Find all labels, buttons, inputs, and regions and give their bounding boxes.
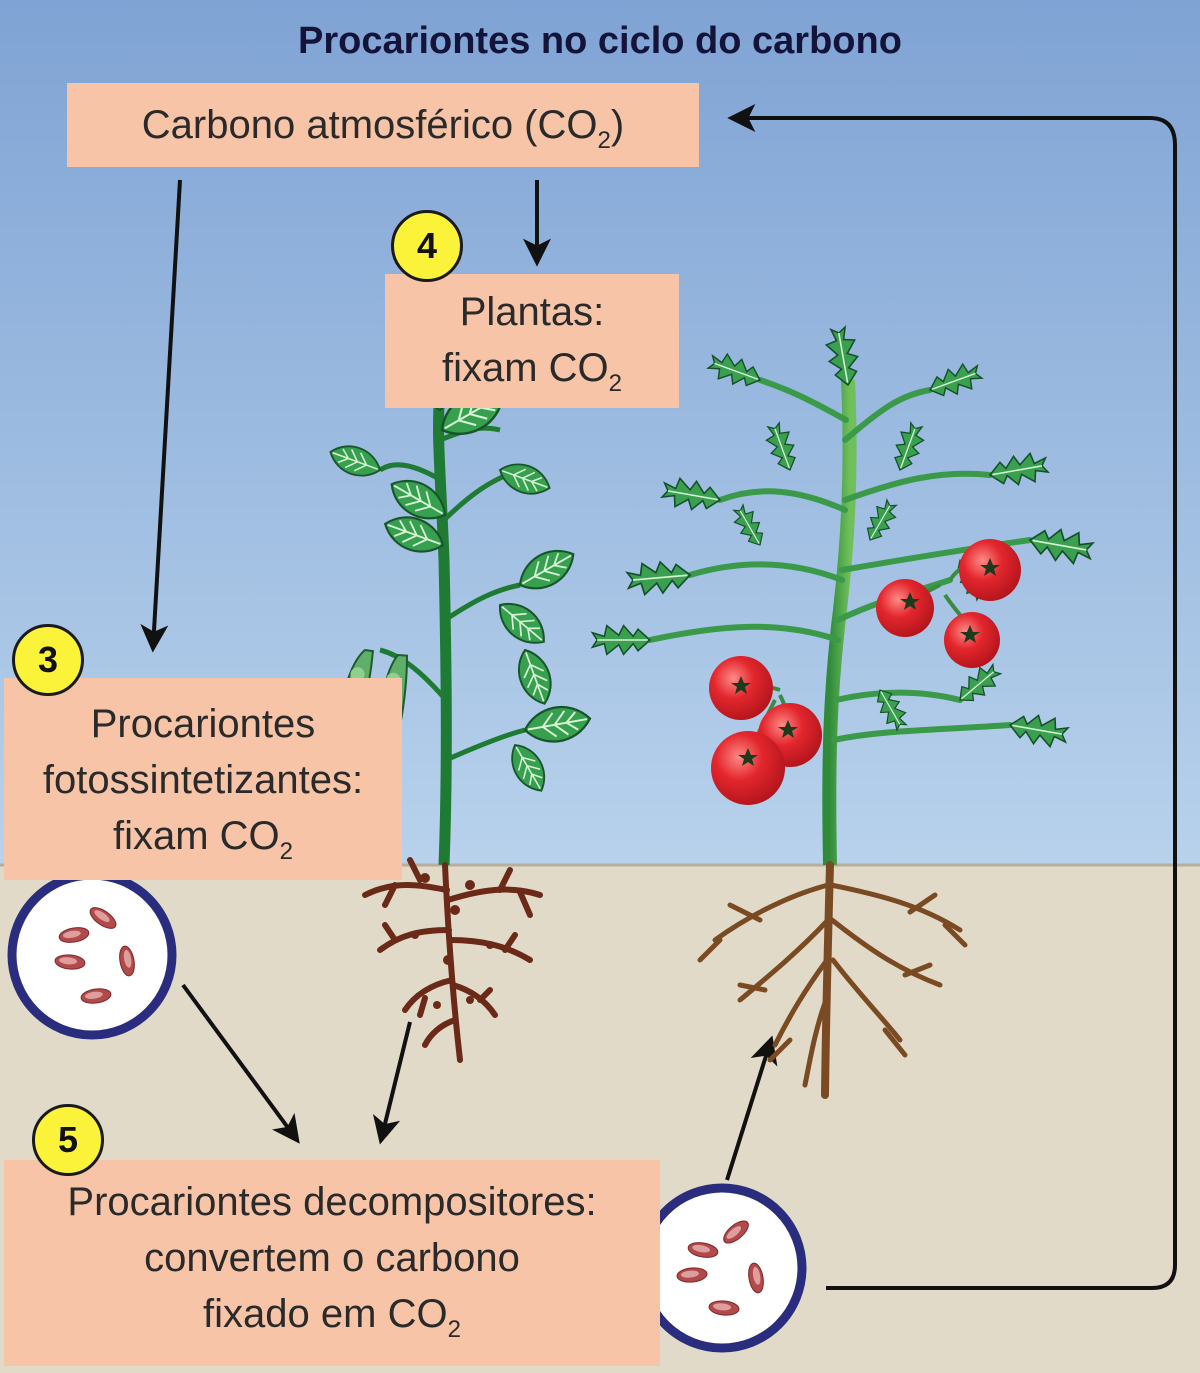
step-badge-5: 5 — [32, 1104, 104, 1176]
atmospheric-carbon-suffix: ) — [610, 103, 625, 147]
arrow-icon — [725, 1035, 778, 1181]
atmospheric-carbon-label: Carbono atmosférico (CO — [141, 103, 598, 147]
decomposer-line1: Procariontes decompositores: — [67, 1180, 597, 1224]
cycle-arrows — [140, 104, 1177, 1290]
diagram-title: Procariontes no ciclo do carbono — [298, 20, 902, 62]
arrow-icon — [372, 1021, 412, 1145]
tomato-plant-icon — [591, 324, 1096, 1099]
step-badge-3: 3 — [12, 624, 84, 696]
plants-title: Plantas: — [459, 290, 605, 334]
arrow-icon — [140, 179, 182, 653]
arrow-icon — [727, 104, 1177, 1290]
decomposer-line3: fixado em CO2 — [4, 1286, 660, 1342]
photosynthetic-line1: Procariontes — [90, 702, 316, 746]
photosynthetic-fix-text: fixam CO — [112, 814, 280, 858]
photosynthetic-prokaryotes-box: Procariontes fotossintetizantes: fixam C… — [4, 678, 402, 880]
co2-subscript: 2 — [279, 838, 294, 865]
decomposer-fix-text: fixado em CO — [203, 1292, 448, 1336]
plants-fix-line: fixam CO2 — [385, 340, 679, 396]
plants-box: Plantas: fixam CO2 — [385, 274, 679, 408]
step-badge-4: 4 — [391, 210, 463, 282]
co2-subscript: 2 — [447, 1316, 461, 1343]
atmospheric-carbon-box: Carbono atmosférico (CO2) — [67, 83, 699, 167]
bacteria-cell-icon — [7, 870, 177, 1040]
decomposer-prokaryotes-box: Procariontes decompositores: convertem o… — [4, 1160, 660, 1366]
photosynthetic-line3: fixam CO2 — [4, 808, 402, 864]
decomposer-line2: convertem o carbono — [144, 1236, 520, 1280]
arrow-icon — [181, 983, 300, 1144]
co2-subscript: 2 — [597, 127, 611, 154]
photosynthetic-line2: fotossintetizantes: — [42, 758, 364, 802]
bacteria-cell-icon — [637, 1183, 807, 1353]
plants-fix-text: fixam CO — [441, 346, 609, 390]
co2-subscript: 2 — [608, 370, 623, 397]
